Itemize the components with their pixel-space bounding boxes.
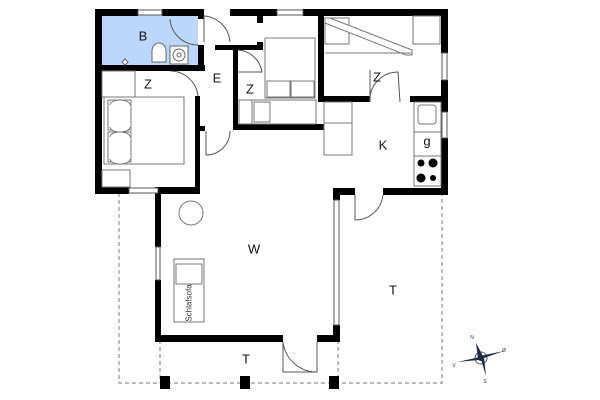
room-label-bedroom-1: Z xyxy=(144,76,152,92)
doors xyxy=(169,15,401,373)
compass-west-label: V xyxy=(452,363,456,369)
walls xyxy=(95,9,448,342)
terrace-posts xyxy=(160,376,339,389)
bedroom1-furniture xyxy=(101,70,185,188)
bedroom3-furniture xyxy=(324,15,441,56)
room-label-dishwasher: g xyxy=(423,133,431,149)
room-label-bedroom-3: Z xyxy=(373,69,381,85)
compass-icon xyxy=(457,343,504,376)
terrace-outline xyxy=(118,190,443,384)
room-label-bathroom: B xyxy=(138,28,148,44)
compass-east-label: Ø xyxy=(502,348,506,354)
room-label-entrance: E xyxy=(212,70,222,86)
compass-north-label: N xyxy=(470,335,474,341)
windows xyxy=(128,9,448,326)
room-label-terrace-south: T xyxy=(242,351,250,367)
living-furniture xyxy=(173,200,205,323)
stove-burners xyxy=(416,158,438,183)
room-label-kitchen: K xyxy=(378,137,388,153)
room-label-living-room: W xyxy=(247,241,261,257)
room-label-terrace-east: T xyxy=(389,282,397,298)
bathroom-fixtures xyxy=(121,42,189,66)
sofa-bed-label: Schlafsofa xyxy=(184,284,194,322)
compass-south-label: S xyxy=(483,379,487,385)
room-label-bedroom-2: Z xyxy=(246,81,254,97)
bedroom2-furniture xyxy=(238,37,317,125)
